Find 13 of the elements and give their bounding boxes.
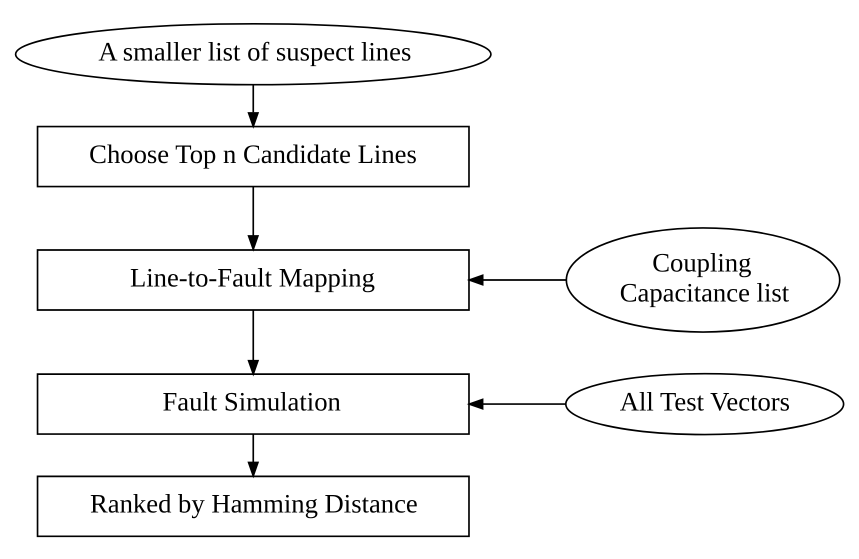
node-box: Line-to-Fault Mapping xyxy=(36,248,470,310)
node-ellipse: Coupling Capacitance list xyxy=(566,226,841,332)
arrow xyxy=(247,310,260,376)
arrow xyxy=(247,434,260,478)
arrow xyxy=(466,274,566,286)
node-box: Fault Simulation xyxy=(36,372,470,434)
node-ellipse: A smaller list of suspect lines xyxy=(14,22,492,86)
arrow xyxy=(247,186,260,252)
arrow xyxy=(247,84,260,128)
node-ellipse: All Test Vectors xyxy=(564,372,844,435)
node-box: Choose Top n Candidate Lines xyxy=(36,125,470,187)
node-box: Ranked by Hamming Distance xyxy=(36,475,470,537)
arrow xyxy=(466,398,566,410)
